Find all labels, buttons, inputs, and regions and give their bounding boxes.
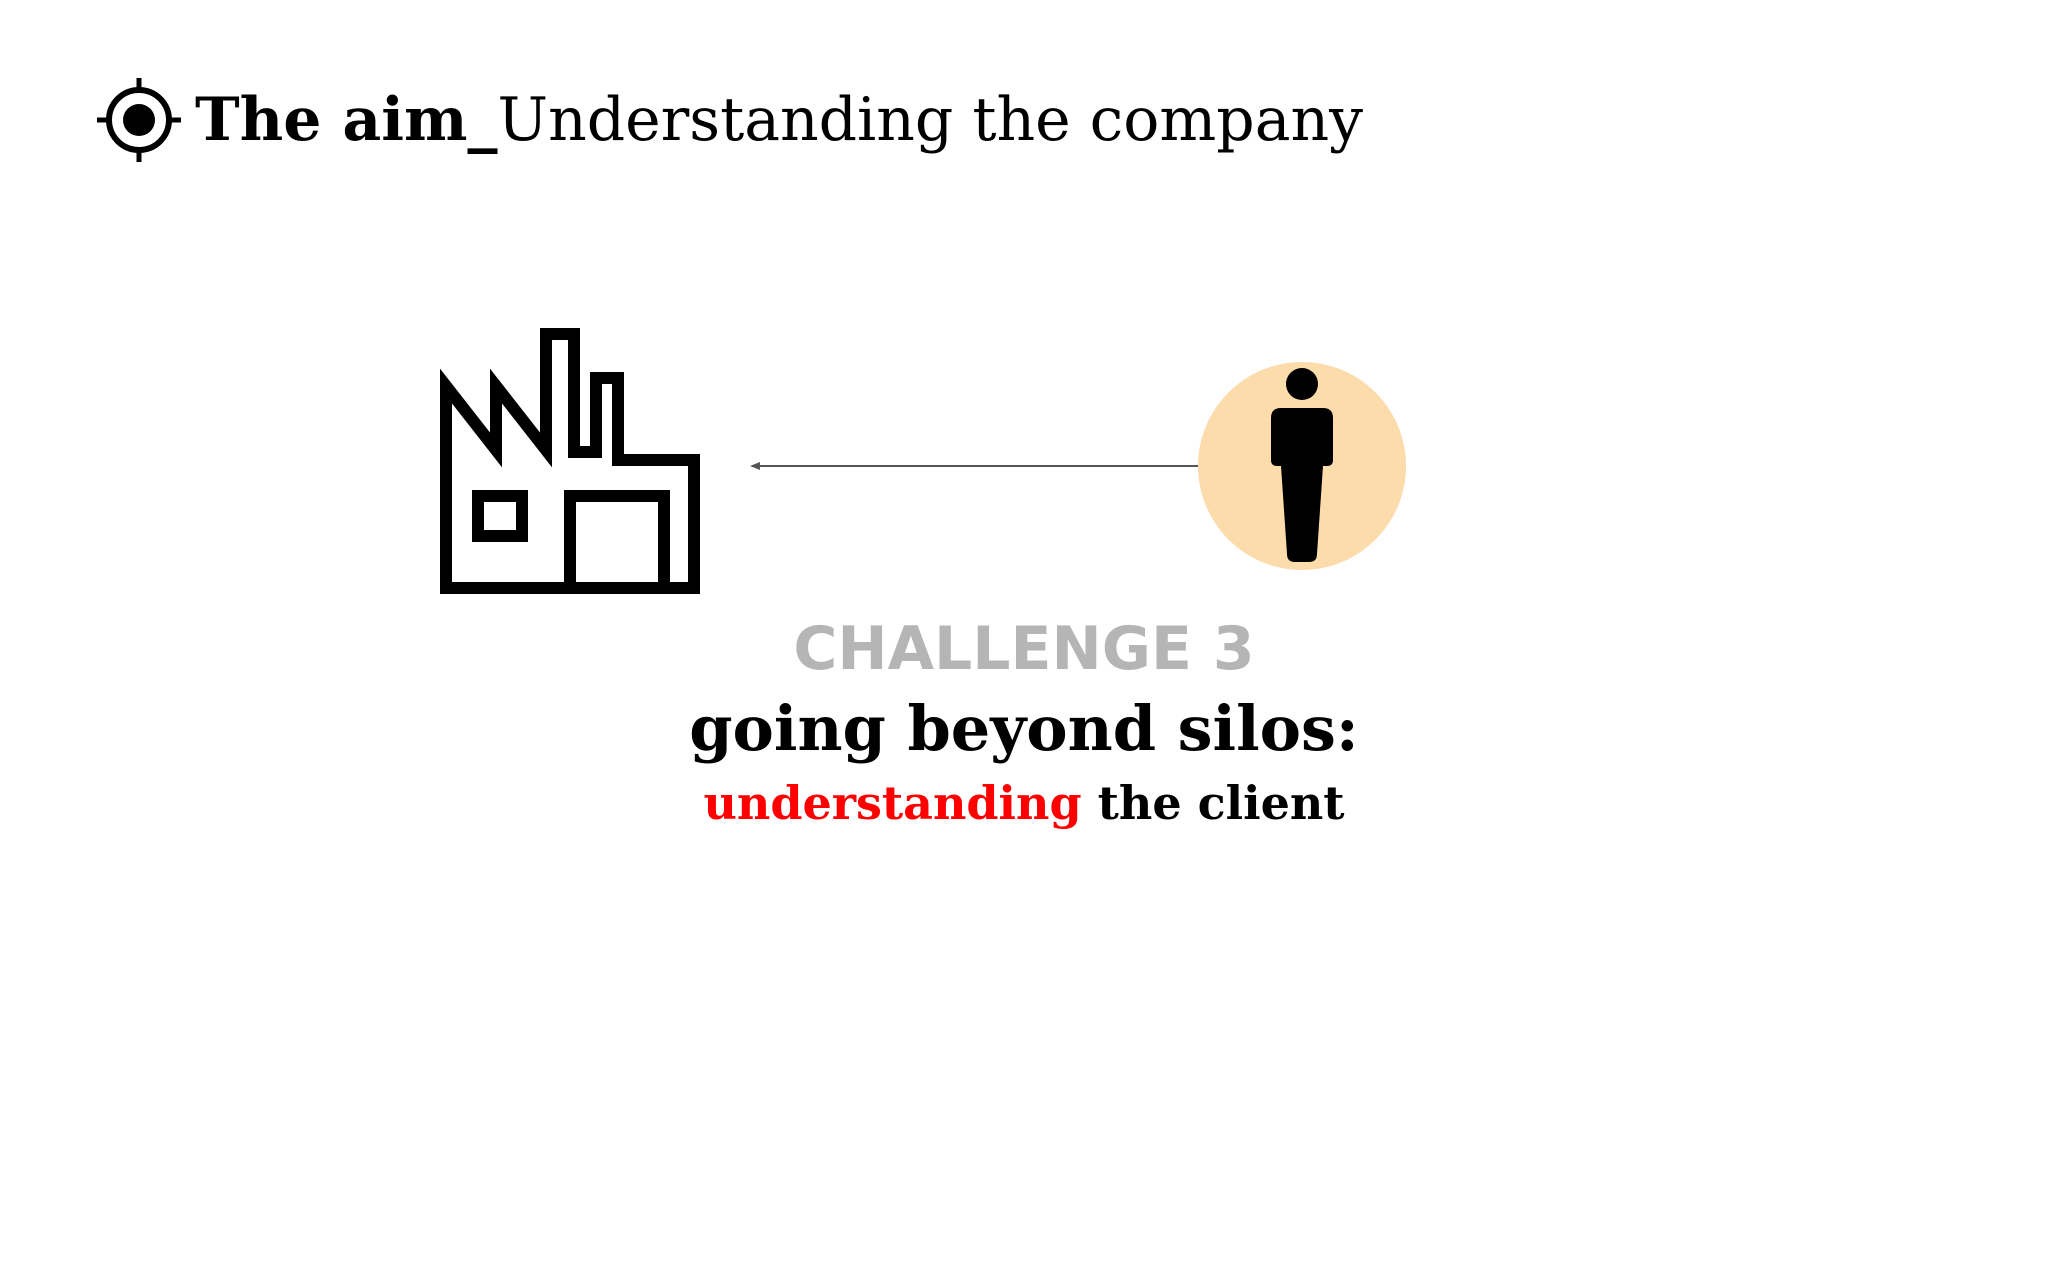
target-icon: [97, 78, 181, 162]
title-rest: Understanding the company: [497, 85, 1364, 155]
challenge-tagline: understanding the client: [0, 776, 2048, 830]
person-icon: [1271, 368, 1333, 562]
double-arrow-connector: [750, 462, 1210, 470]
challenge-label: CHALLENGE 3: [793, 614, 1255, 684]
tagline-accent: understanding: [703, 776, 1082, 830]
challenge-subtitle: going beyond silos:: [689, 692, 1359, 765]
tagline-rest: the client: [1097, 776, 1345, 830]
slide-header: The aim_Understanding the company: [97, 78, 1363, 162]
title-bold: The aim_: [195, 85, 498, 155]
person-circle: [1198, 362, 1406, 570]
factory-icon: [440, 328, 700, 594]
